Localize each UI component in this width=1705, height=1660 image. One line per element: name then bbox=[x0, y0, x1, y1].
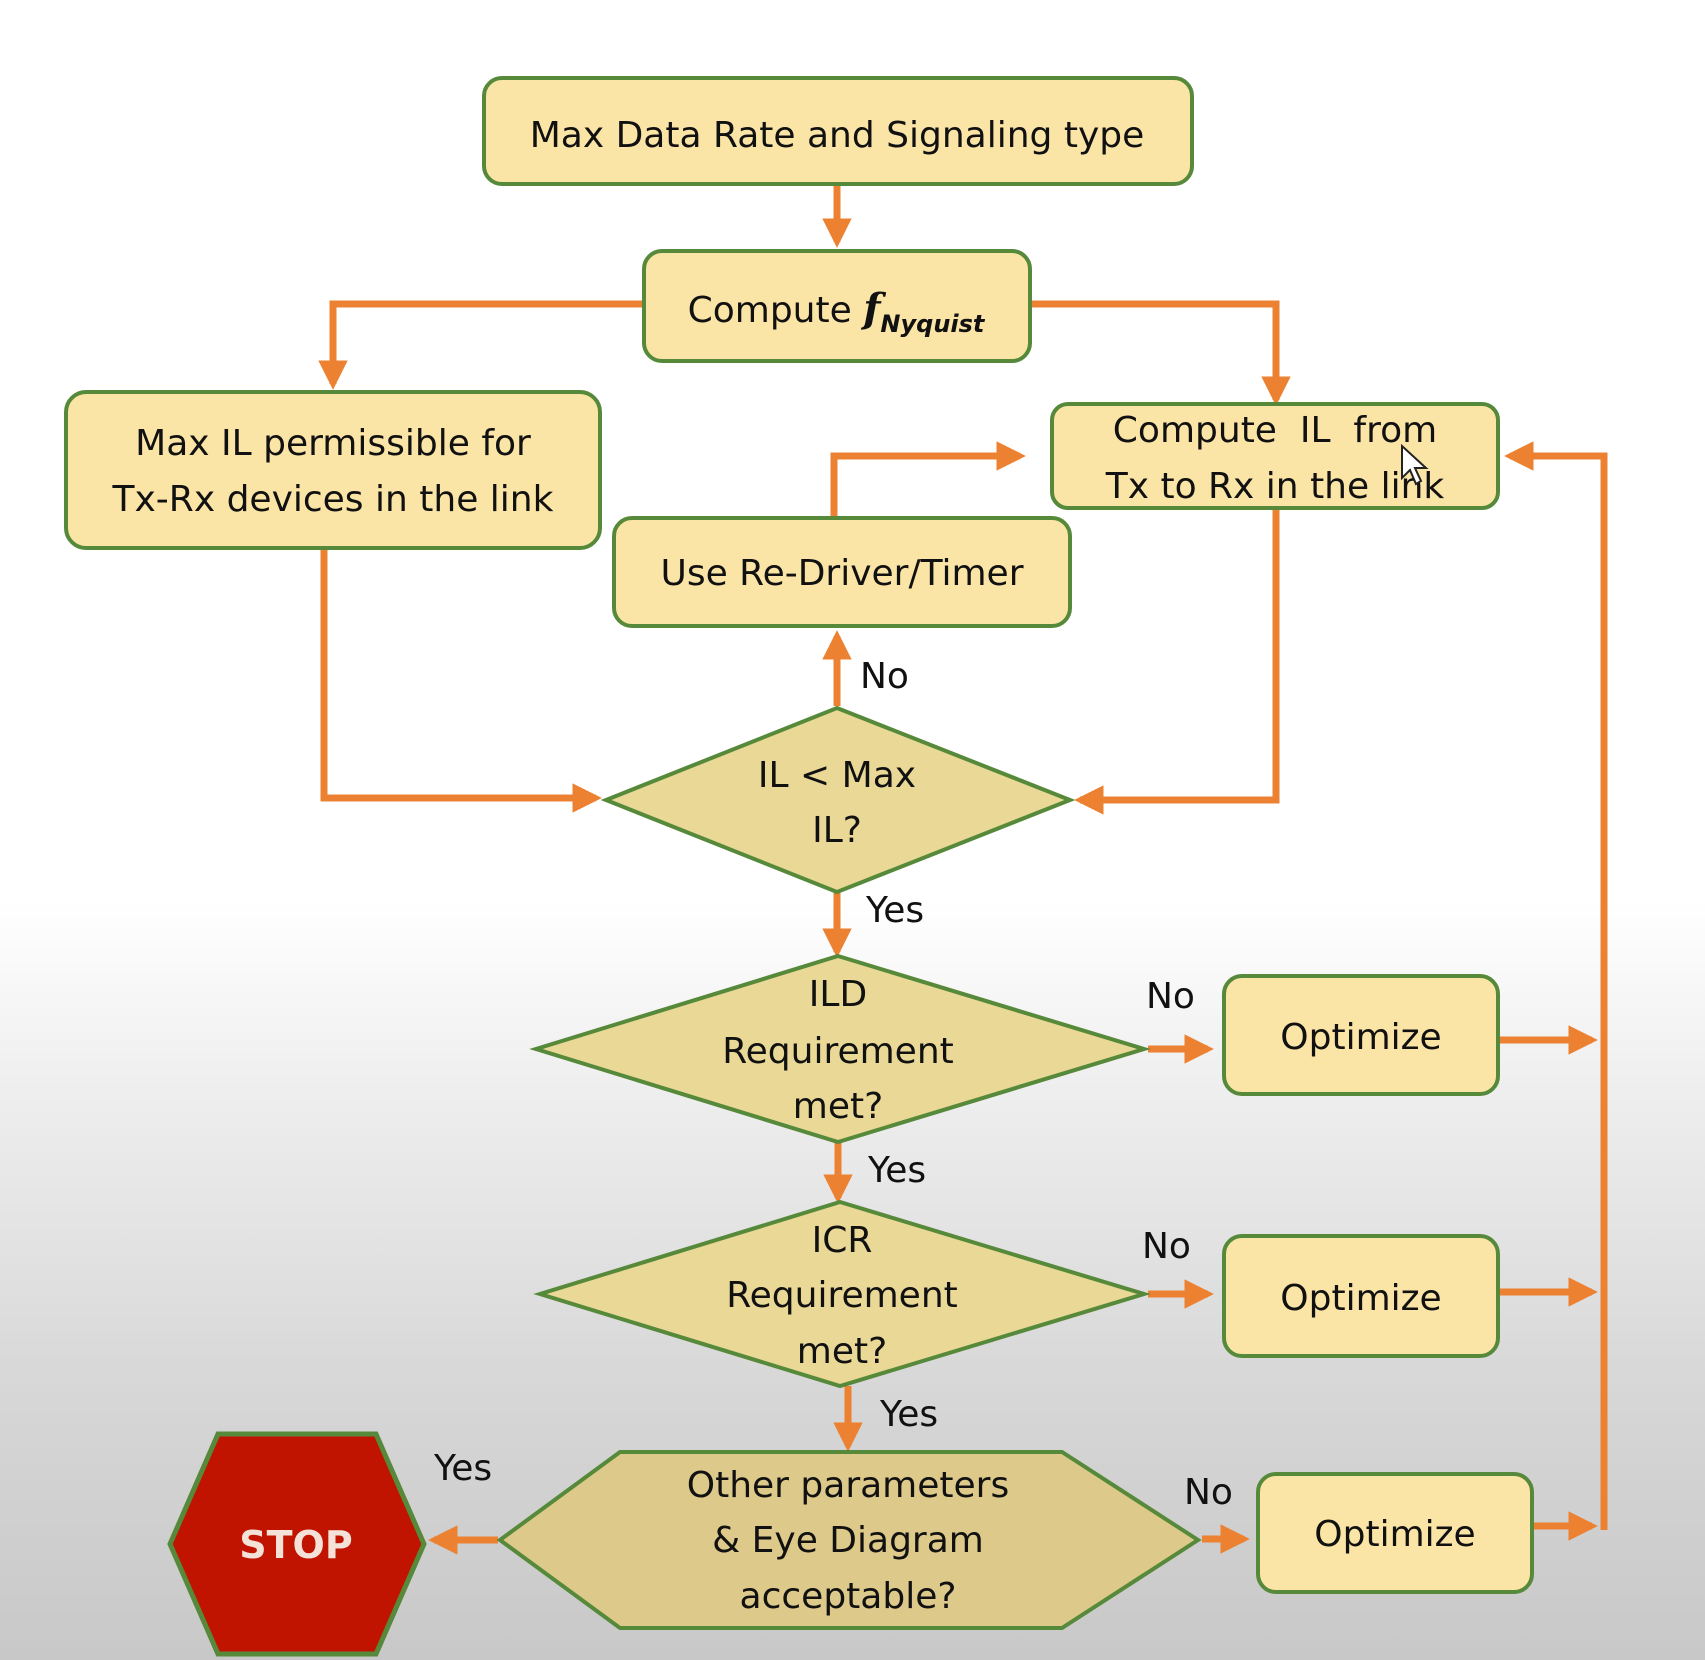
edges bbox=[318, 186, 1608, 1555]
edge-compute-il-to-il-check bbox=[1074, 510, 1280, 815]
il-no-label: No bbox=[860, 656, 909, 697]
other-check-hexagon: Other parameters & Eye Diagram acceptabl… bbox=[496, 1450, 1202, 1630]
max-il-line-2: Tx-Rx devices in the link bbox=[112, 479, 554, 520]
il-check-line-2: IL? bbox=[812, 810, 862, 851]
other-check-line-2: & Eye Diagram bbox=[712, 1520, 984, 1561]
ild-yes-label: Yes bbox=[867, 1150, 926, 1191]
edge-feedback-loop-to-compute-il bbox=[1504, 441, 1608, 1530]
ild-check-line-3: met? bbox=[793, 1086, 883, 1127]
max-il-line-1: Max IL permissible for bbox=[135, 423, 531, 464]
max-il-box: Max IL permissible for Tx-Rx devices in … bbox=[64, 390, 602, 550]
icr-check-line-3: met? bbox=[797, 1331, 887, 1372]
compute-il-line-2: Tx to Rx in the link bbox=[1105, 466, 1445, 507]
ild-check-line-1: ILD bbox=[809, 974, 867, 1015]
optimize-3-text: Optimize bbox=[1314, 1514, 1475, 1555]
optimize-1-text: Optimize bbox=[1280, 1017, 1441, 1058]
optimize-box-2: Optimize bbox=[1222, 1234, 1500, 1358]
edge-nyquist-to-max-il bbox=[318, 300, 644, 390]
optimize-box-3: Optimize bbox=[1256, 1472, 1534, 1594]
other-check-line-3: acceptable? bbox=[740, 1576, 957, 1617]
edge-redriver-to-compute-il bbox=[830, 441, 1026, 516]
icr-check-line-2: Requirement bbox=[726, 1275, 958, 1316]
icr-check-line-1: ICR bbox=[812, 1220, 873, 1261]
edge-max-il-to-il-check bbox=[320, 550, 602, 813]
nyquist-box: Compute fNyquist bbox=[642, 249, 1032, 363]
other-check-line-1: Other parameters bbox=[687, 1465, 1009, 1506]
other-yes-label: Yes bbox=[433, 1448, 492, 1489]
edge-nyquist-to-compute-il bbox=[1031, 300, 1291, 406]
nyquist-text: Compute fNyquist bbox=[688, 285, 986, 338]
redriver-text: Use Re-Driver/Timer bbox=[660, 553, 1023, 594]
start-box: Max Data Rate and Signaling type bbox=[482, 76, 1194, 186]
nyquist-subscript: Nyquist bbox=[880, 310, 986, 338]
nyquist-prefix: Compute bbox=[688, 290, 864, 331]
ild-no-label: No bbox=[1146, 976, 1195, 1017]
ild-check-line-2: Requirement bbox=[722, 1031, 954, 1072]
compute-il-box: Compute IL from Tx to Rx in the link bbox=[1050, 402, 1500, 510]
stop-octagon: STOP bbox=[167, 1431, 427, 1657]
optimize-box-1: Optimize bbox=[1222, 974, 1500, 1096]
ild-check-diamond: ILD Requirement met? bbox=[529, 953, 1151, 1145]
il-check-line-1: IL < Max bbox=[758, 755, 916, 796]
icr-yes-label: Yes bbox=[879, 1394, 938, 1435]
mouse-cursor-icon bbox=[1401, 443, 1429, 486]
il-yes-label: Yes bbox=[865, 890, 924, 931]
edge-labels: No Yes No Yes No Yes No Yes bbox=[433, 656, 1233, 1513]
il-check-diamond: IL < Max IL? bbox=[600, 705, 1076, 895]
start-text: Max Data Rate and Signaling type bbox=[530, 115, 1145, 156]
icr-no-label: No bbox=[1142, 1226, 1191, 1267]
other-no-label: No bbox=[1184, 1472, 1233, 1513]
compute-il-line-1: Compute IL from bbox=[1113, 410, 1437, 451]
optimize-2-text: Optimize bbox=[1280, 1278, 1441, 1319]
icr-check-diamond: ICR Requirement met? bbox=[533, 1199, 1151, 1389]
redriver-box: Use Re-Driver/Timer bbox=[612, 516, 1072, 628]
stop-text: STOP bbox=[239, 1523, 352, 1567]
